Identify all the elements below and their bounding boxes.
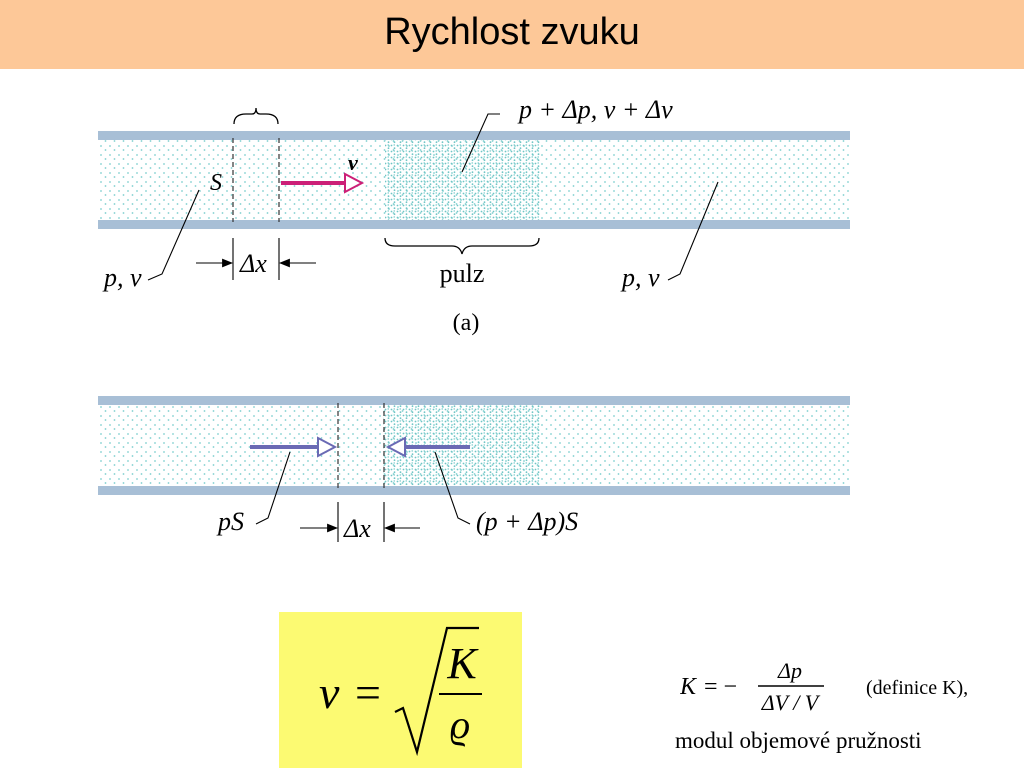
state-label-left: p, v xyxy=(102,263,142,292)
tube-wall-top-b xyxy=(98,396,850,405)
force-label-pdpS: (p + Δp)S xyxy=(476,507,578,536)
dx-label-b: Δx xyxy=(343,514,371,543)
speed-formula-box: v = K ϱ xyxy=(279,612,522,768)
bulk-modulus-definition: K = − Δp ΔV / V (definice K), xyxy=(680,658,968,715)
speed-formula: v = K ϱ xyxy=(319,626,482,757)
tube-wall-bottom-b xyxy=(98,486,850,495)
velocity-arrow-head xyxy=(344,172,365,194)
pulse-label: pulz xyxy=(440,259,485,288)
slice-brace-a xyxy=(233,107,279,125)
force-label-pS: pS xyxy=(216,507,244,536)
def-K: K xyxy=(680,674,698,700)
def-denominator: ΔV / V xyxy=(761,690,821,715)
leader-left xyxy=(147,189,200,281)
velocity-label: v xyxy=(348,150,358,175)
tube-b: pS (p + Δp)S Δx xyxy=(98,396,850,543)
caption-a: (a) xyxy=(453,310,480,336)
sqrt-sign xyxy=(394,626,479,757)
leader-pdpS xyxy=(434,451,471,525)
formula-denominator: ϱ xyxy=(450,702,470,747)
formula-lhs: v xyxy=(319,667,340,718)
tube-wall-top-a xyxy=(98,131,850,140)
formula-equals: = xyxy=(355,667,381,718)
tube-a: v S p + Δp, v + Δv p, v Δx pulz p, v (a) xyxy=(98,95,850,336)
leader-pS xyxy=(255,451,291,525)
def-numerator: Δp xyxy=(777,658,802,683)
bulk-modulus-caption: modul objemové pružnosti xyxy=(675,728,922,753)
def-equals: = − xyxy=(704,674,737,700)
formula-numerator: K xyxy=(446,639,479,688)
pulse-region-a xyxy=(385,140,540,220)
tube-wall-bottom-a xyxy=(98,220,850,229)
leader-top-right xyxy=(461,113,500,173)
title-bar: Rychlost zvuku xyxy=(0,0,1024,69)
leader-right xyxy=(667,181,719,281)
dx-label-a: Δx xyxy=(239,249,267,278)
state-label-right: p, v xyxy=(620,263,660,292)
pulse-brace xyxy=(384,237,540,255)
force-arrow-left-head xyxy=(317,436,338,458)
slide-title: Rychlost zvuku xyxy=(384,11,640,53)
area-label-S: S xyxy=(210,170,222,196)
force-arrow-right-head xyxy=(385,436,406,458)
pulse-state-label: p + Δp, v + Δv xyxy=(517,95,673,124)
def-note: (definice K), xyxy=(866,677,968,699)
